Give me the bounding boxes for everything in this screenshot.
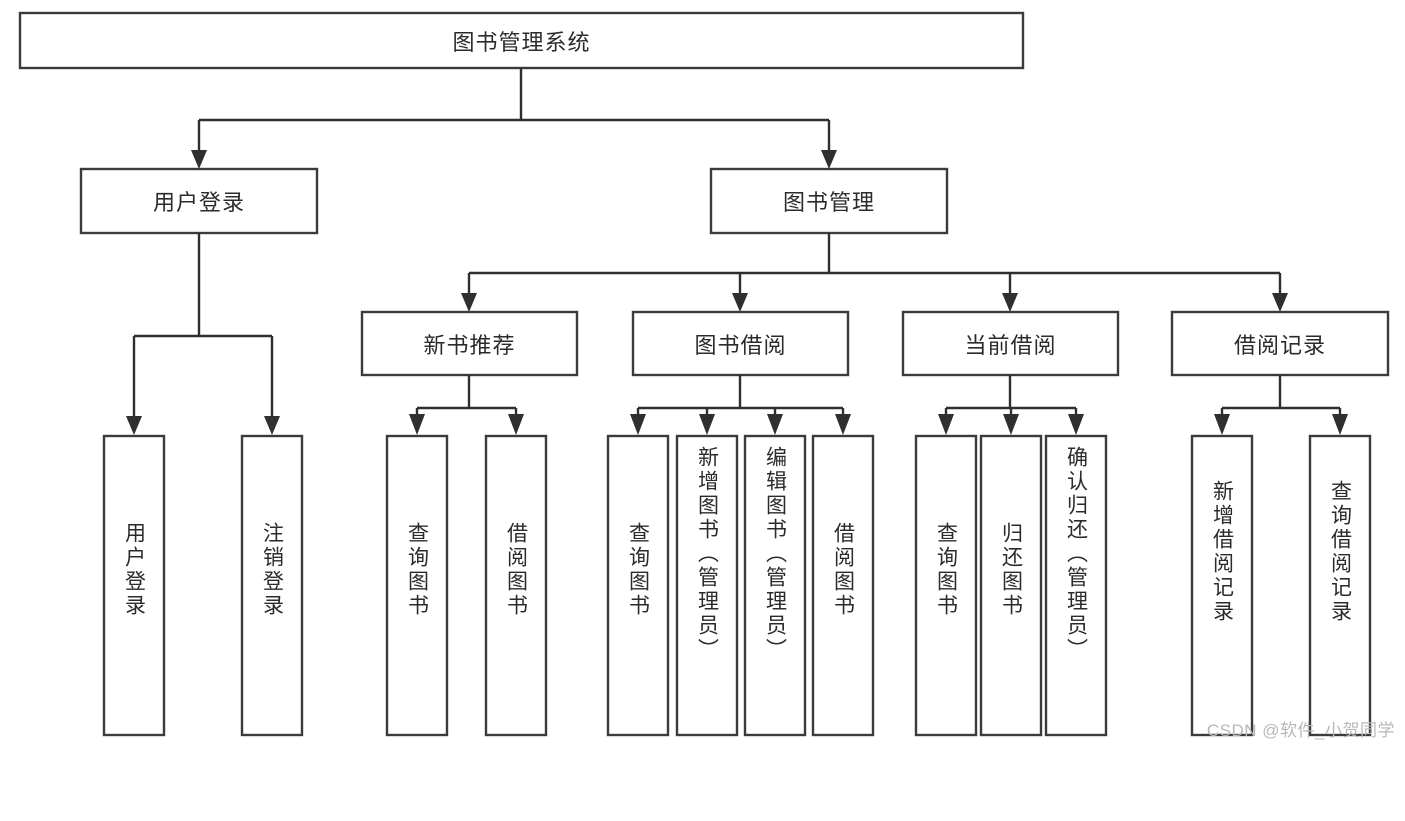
- leaf-box-return-book[interactable]: [979, 434, 1043, 737]
- node-box-book-borrow[interactable]: [631, 310, 850, 377]
- connector-borrow-record-to-leaves: [1214, 375, 1348, 435]
- leaf-box-borrow-book-rec[interactable]: [484, 434, 548, 737]
- connector-user-login-to-leaves: [126, 233, 280, 435]
- leaf-box-add-borrow-record[interactable]: [1190, 434, 1254, 737]
- flowchart-canvas: [18, 11, 1390, 737]
- node-box-user-login[interactable]: [79, 167, 319, 235]
- leaf-box-query-book-rec[interactable]: [385, 434, 449, 737]
- leaf-box-query-book-borrow[interactable]: [606, 434, 670, 737]
- connector-book-management-to-level2: [461, 233, 1288, 312]
- node-box-current-borrow[interactable]: [901, 310, 1120, 377]
- node-box-borrow-record[interactable]: [1170, 310, 1390, 377]
- leaf-box-query-book-current[interactable]: [914, 434, 978, 737]
- leaf-box-confirm-return-admin[interactable]: [1044, 434, 1108, 737]
- connector-new-book-recommend-to-leaves: [409, 375, 524, 435]
- connector-root-to-level1: [191, 68, 837, 169]
- leaf-box-add-book-admin[interactable]: [675, 434, 739, 737]
- leaf-box-query-borrow-record[interactable]: [1308, 434, 1372, 737]
- node-box-book-management[interactable]: [709, 167, 949, 235]
- leaf-box-borrow-book[interactable]: [811, 434, 875, 737]
- leaf-box-logout-login[interactable]: [240, 434, 304, 737]
- leaf-box-user-login[interactable]: [102, 434, 166, 737]
- node-box-root[interactable]: [18, 11, 1025, 70]
- connector-current-borrow-to-leaves: [938, 375, 1084, 435]
- node-box-new-book-recommend[interactable]: [360, 310, 579, 377]
- connector-book-borrow-to-leaves: [630, 375, 851, 435]
- leaf-box-edit-book-admin[interactable]: [743, 434, 807, 737]
- flowchart-diagram: 图书管理系统 用户登录 图书管理 新书推荐 图书借阅 当前借阅 借阅记录 用户登…: [18, 11, 1394, 740]
